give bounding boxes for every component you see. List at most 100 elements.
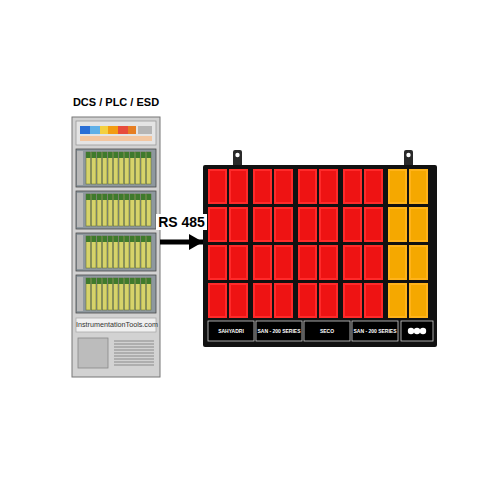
card-top bbox=[86, 194, 91, 200]
vent-slot bbox=[114, 353, 154, 354]
card-top bbox=[86, 236, 91, 242]
nameplate-label: SECO bbox=[304, 321, 350, 341]
indicator-bar bbox=[90, 126, 100, 134]
card-top bbox=[136, 236, 141, 242]
alarm-window bbox=[364, 169, 383, 204]
window-group bbox=[208, 169, 428, 318]
indicator-bar bbox=[138, 126, 152, 134]
alarm-window bbox=[343, 245, 362, 280]
io-card bbox=[114, 236, 119, 268]
card-top bbox=[119, 278, 124, 284]
alarm-window-face bbox=[300, 247, 315, 278]
alarm-window bbox=[298, 169, 317, 204]
push-button bbox=[408, 328, 414, 334]
nameplate-label: SAN - 200 SERIES bbox=[256, 321, 302, 341]
alarm-window bbox=[229, 207, 248, 242]
alarm-window bbox=[298, 207, 317, 242]
alarm-window bbox=[229, 283, 248, 318]
indicator-bar bbox=[128, 126, 136, 134]
rack-ear bbox=[77, 235, 83, 269]
alarm-window bbox=[343, 169, 362, 204]
card-top bbox=[130, 236, 135, 242]
alarm-window-face bbox=[300, 171, 315, 202]
card-top bbox=[141, 152, 146, 158]
alarm-window bbox=[274, 245, 293, 280]
rack bbox=[76, 149, 156, 187]
alarm-window-face bbox=[300, 285, 315, 316]
vent-slot bbox=[114, 359, 154, 360]
alarm-window bbox=[364, 207, 383, 242]
push-button bbox=[420, 328, 426, 334]
alarm-window bbox=[388, 283, 407, 318]
alarm-window-face bbox=[345, 247, 360, 278]
panel-hook bbox=[233, 150, 242, 167]
card-top bbox=[125, 194, 130, 200]
card-top bbox=[92, 194, 97, 200]
io-card bbox=[130, 194, 135, 226]
alarm-window bbox=[208, 283, 227, 318]
card-top bbox=[147, 278, 152, 284]
io-card bbox=[92, 194, 97, 226]
alarm-window bbox=[319, 283, 338, 318]
card-top bbox=[86, 278, 91, 284]
rack-group bbox=[76, 149, 156, 313]
card-top bbox=[92, 278, 97, 284]
alarm-window bbox=[229, 169, 248, 204]
alarm-window bbox=[343, 283, 362, 318]
alarm-window-face bbox=[210, 247, 225, 278]
alarm-window bbox=[409, 245, 428, 280]
io-card bbox=[147, 278, 152, 310]
io-card bbox=[97, 152, 102, 184]
io-card bbox=[108, 194, 113, 226]
card-top bbox=[119, 152, 124, 158]
alarm-window-face bbox=[231, 209, 246, 240]
io-card bbox=[119, 194, 124, 226]
card-top bbox=[125, 236, 130, 242]
alarm-window-face bbox=[345, 285, 360, 316]
io-card bbox=[141, 236, 146, 268]
io-card bbox=[141, 152, 146, 184]
indicator-bar bbox=[100, 126, 108, 134]
vent-slot bbox=[114, 347, 154, 348]
card-top bbox=[108, 278, 113, 284]
alarm-window bbox=[409, 169, 428, 204]
io-card bbox=[108, 236, 113, 268]
io-card bbox=[103, 152, 108, 184]
alarm-window-face bbox=[255, 171, 270, 202]
card-top bbox=[97, 152, 102, 158]
io-card bbox=[119, 278, 124, 310]
cabinet-top-panel bbox=[76, 121, 156, 145]
cabinet-body bbox=[72, 117, 160, 377]
alarm-window-face bbox=[390, 209, 405, 240]
io-card bbox=[125, 152, 130, 184]
io-card bbox=[147, 194, 152, 226]
watermark: InstrumentationTools.com bbox=[76, 318, 156, 332]
nameplate bbox=[352, 321, 398, 341]
alarm-window bbox=[319, 169, 338, 204]
io-card bbox=[141, 194, 146, 226]
io-card bbox=[119, 236, 124, 268]
card-top bbox=[97, 278, 102, 284]
alarm-window bbox=[319, 245, 338, 280]
indicator-bar bbox=[108, 126, 118, 134]
vent-slot bbox=[114, 365, 154, 366]
alarm-window bbox=[409, 283, 428, 318]
indicator-bar bbox=[80, 136, 152, 141]
alarm-window-face bbox=[210, 171, 225, 202]
panel-hook bbox=[404, 150, 413, 167]
alarm-window-face bbox=[255, 209, 270, 240]
alarm-window bbox=[364, 245, 383, 280]
alarm-window-face bbox=[366, 171, 381, 202]
card-top bbox=[86, 152, 91, 158]
alarm-window bbox=[298, 283, 317, 318]
watermark-band bbox=[76, 318, 156, 332]
card-top bbox=[125, 278, 130, 284]
alarm-window-face bbox=[366, 247, 381, 278]
alarm-window-face bbox=[210, 285, 225, 316]
card-top bbox=[119, 194, 124, 200]
io-card bbox=[103, 278, 108, 310]
alarm-window bbox=[274, 207, 293, 242]
io-card bbox=[141, 278, 146, 310]
io-card bbox=[136, 236, 141, 268]
